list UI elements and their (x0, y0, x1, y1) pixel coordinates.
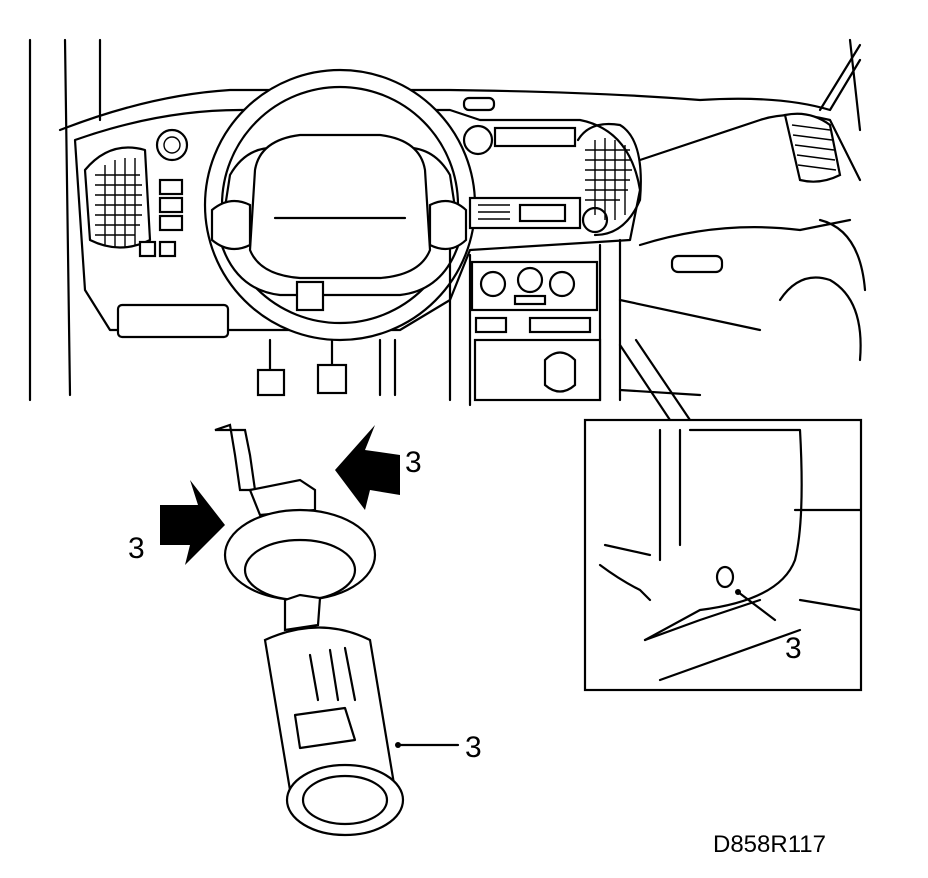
arrow-right-icon (335, 425, 400, 510)
figure-code: D858R117 (713, 831, 826, 858)
left-vent-grille (95, 158, 142, 248)
detail-inset: 3 (583, 418, 863, 692)
inset-pointer (618, 338, 692, 422)
callout-label-arrow-left: 3 (128, 532, 145, 565)
steering-wheel (203, 68, 477, 342)
callout-label-inset-screw: 3 (785, 632, 802, 665)
center-console (448, 96, 642, 407)
lighter-socket (263, 593, 460, 837)
arrow-left-icon (160, 480, 225, 565)
callout-label-socket: 3 (465, 731, 482, 764)
right-vent-grille (585, 138, 632, 220)
dashboard-drawing (28, 38, 867, 407)
lighter-retaining-ring (214, 423, 377, 602)
pedals (256, 338, 397, 397)
callout-label-arrow-right: 3 (405, 446, 422, 479)
